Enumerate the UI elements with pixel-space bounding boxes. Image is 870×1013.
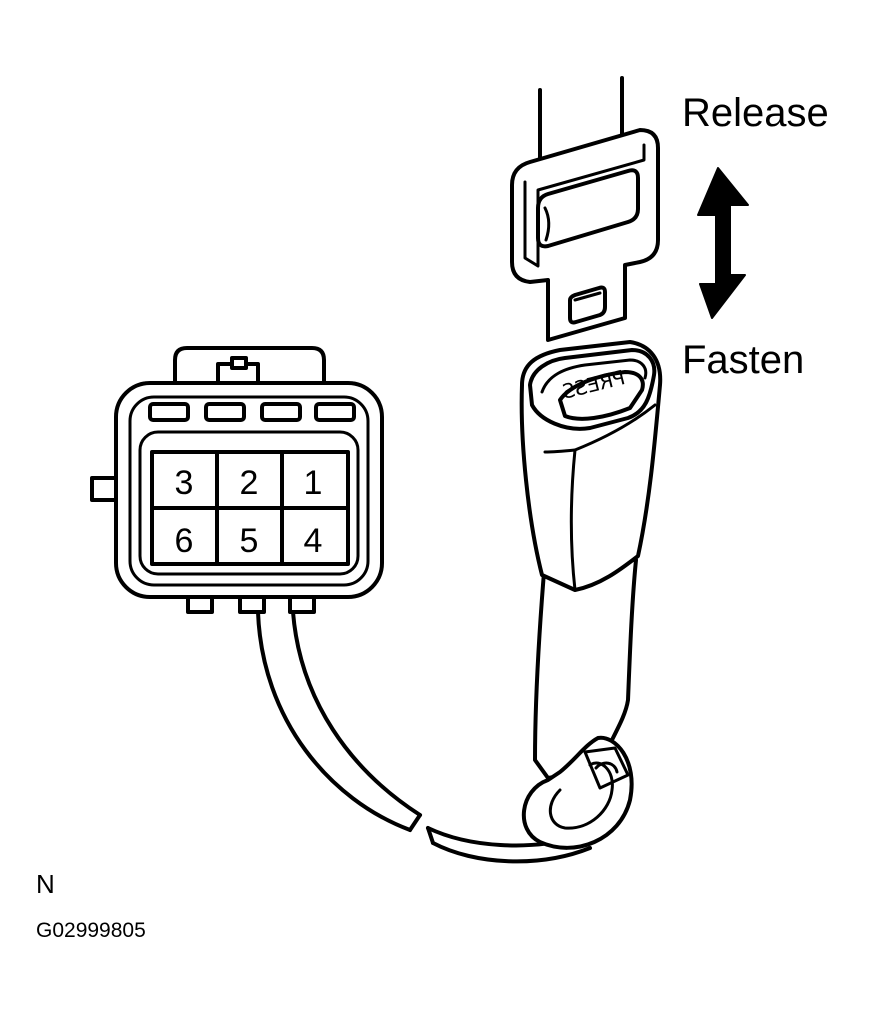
- buckle: PRESS: [519, 340, 663, 850]
- orientation-mark: N: [36, 869, 55, 899]
- latch-plate: [510, 128, 660, 342]
- pin-6: 6: [175, 522, 194, 560]
- pin-5: 5: [240, 522, 259, 560]
- connector: 3 2 1 6 5 4: [90, 346, 384, 614]
- pin-2: 2: [240, 464, 259, 502]
- wire-harness: [256, 610, 592, 864]
- release-label: Release: [682, 91, 829, 135]
- figure-id: G02999805: [36, 919, 146, 942]
- pin-4: 4: [304, 522, 323, 560]
- fasten-label: Fasten: [682, 338, 804, 382]
- release-fasten-arrow-icon: [697, 167, 749, 319]
- pin-1: 1: [304, 464, 323, 502]
- pin-3: 3: [175, 464, 194, 502]
- belt-strap: [538, 76, 624, 162]
